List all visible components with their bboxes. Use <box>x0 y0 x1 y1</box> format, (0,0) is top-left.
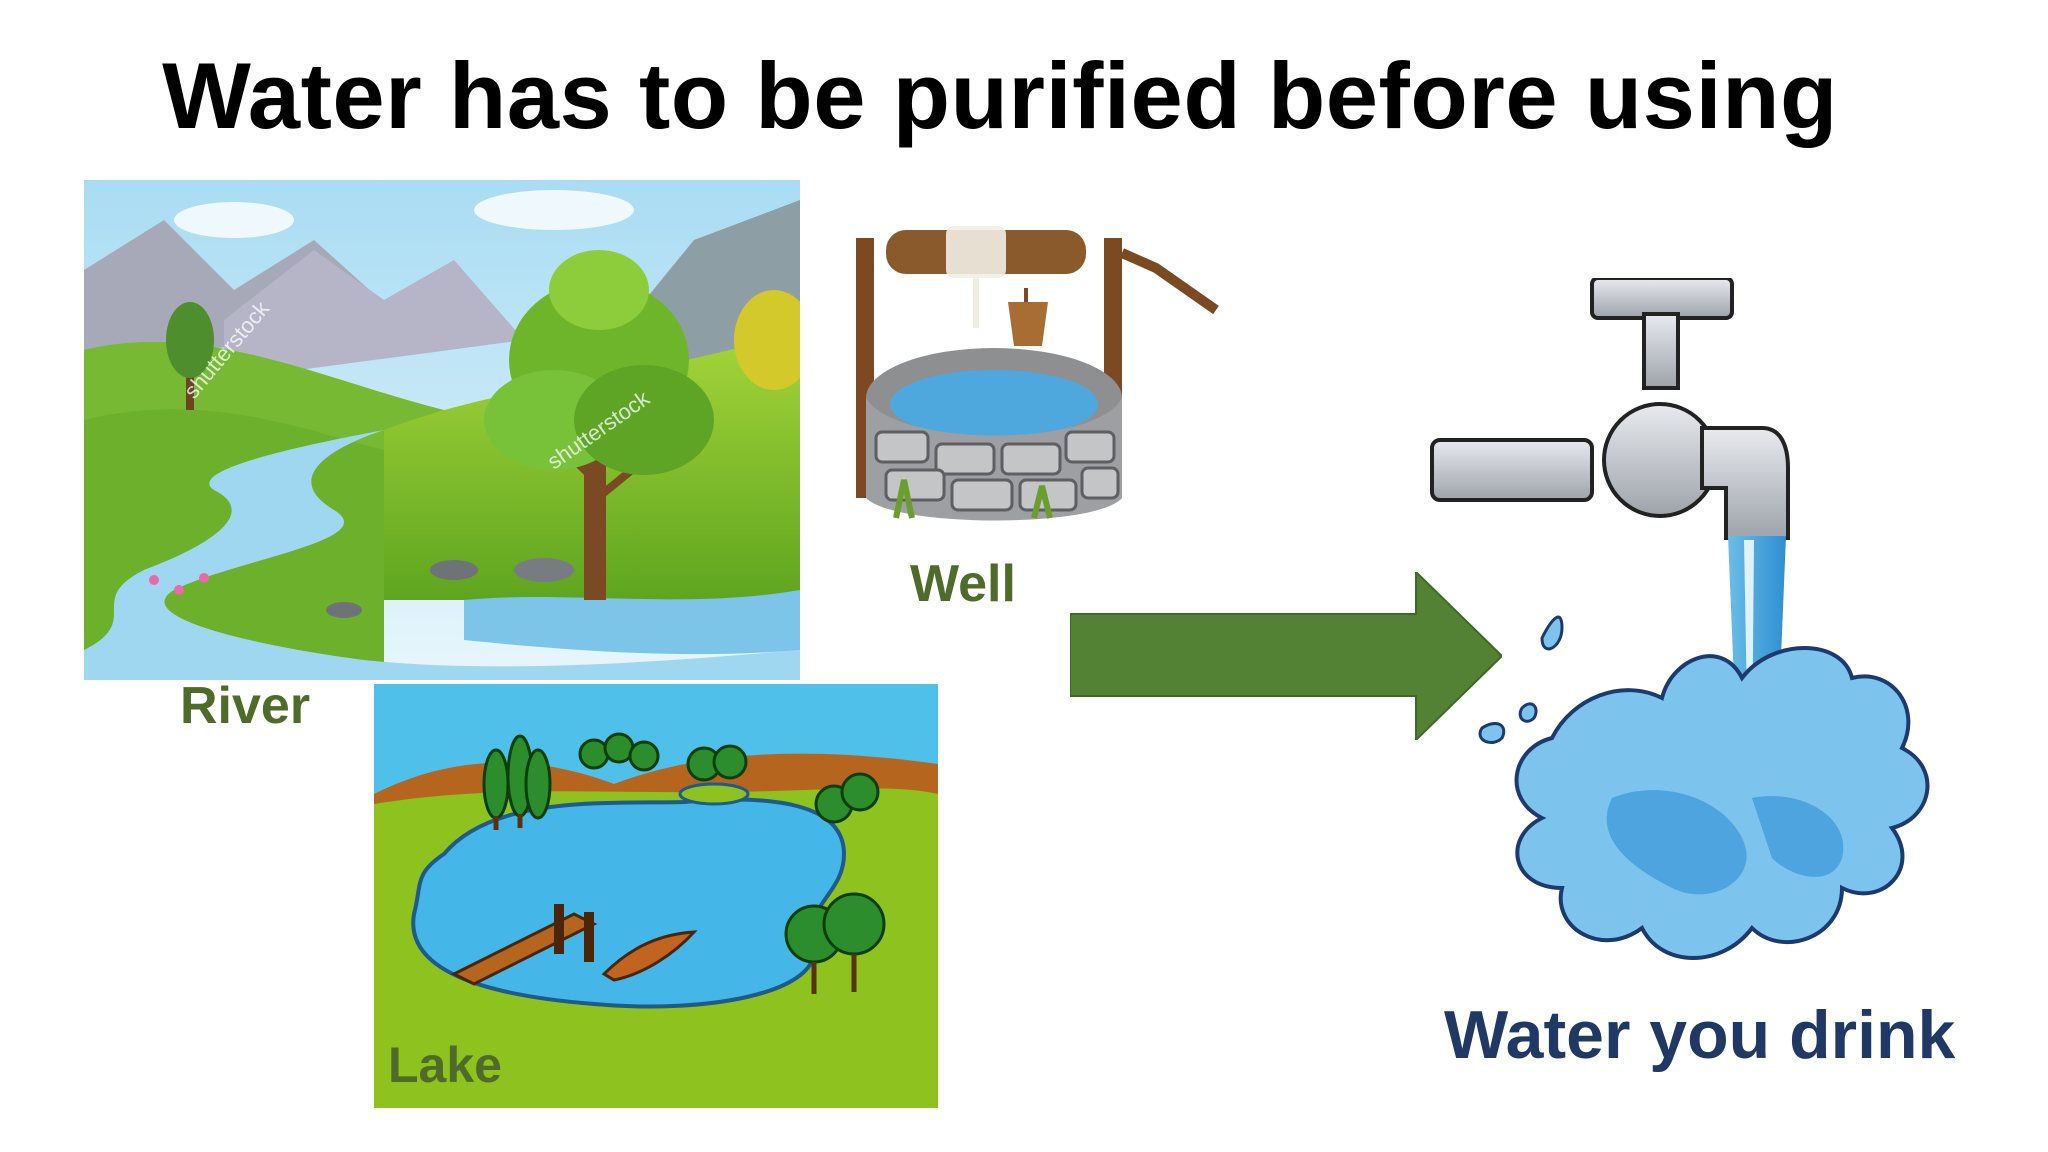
river-illustration: shutterstock shutterstock <box>84 180 800 680</box>
river-label: River <box>180 677 311 735</box>
well-label: Well <box>910 555 1016 613</box>
lake-label: Lake <box>388 1037 502 1093</box>
slide-title: Water has to be purified before using <box>162 43 1838 148</box>
lake-illustration <box>374 684 938 1108</box>
water-tap-icon <box>1422 278 1948 988</box>
well-illustration <box>826 218 1226 536</box>
water-you-drink-label: Water you drink <box>1444 997 1956 1073</box>
right-arrow-icon <box>1070 572 1502 740</box>
